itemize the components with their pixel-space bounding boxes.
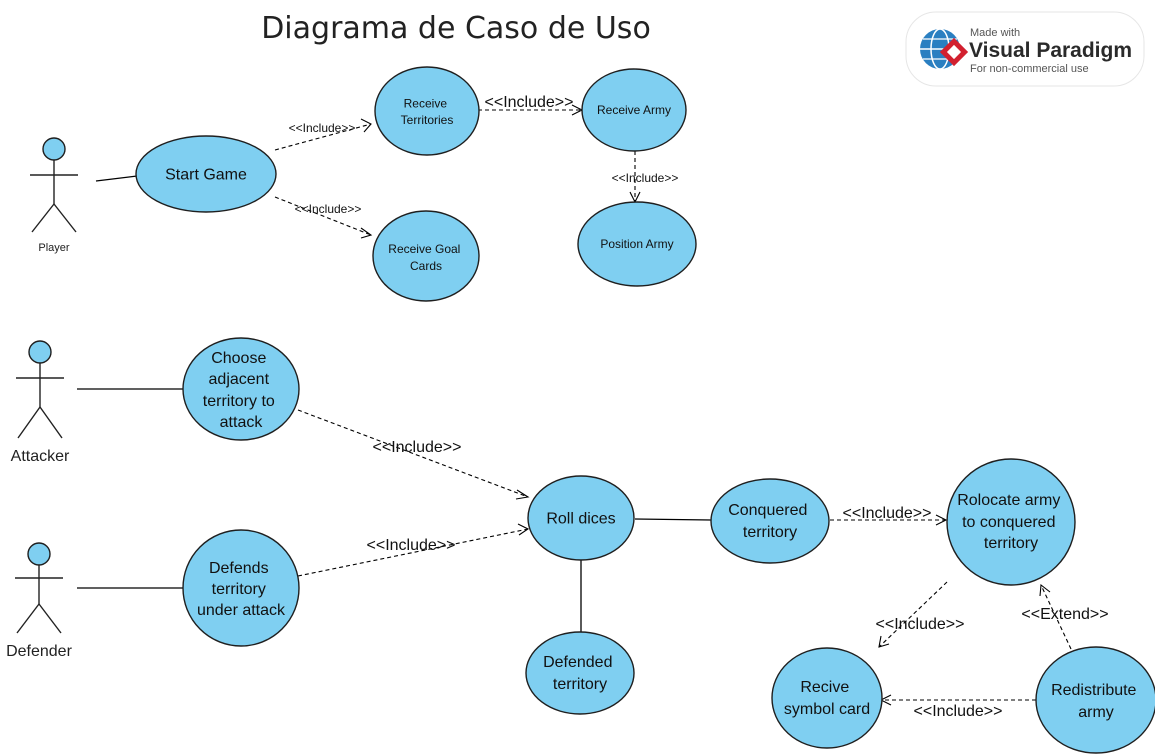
- visual-paradigm-watermark: Made with Visual Paradigm For non-commer…: [905, 11, 1145, 87]
- usecase-roll-dices[interactable]: Roll dices: [527, 475, 635, 561]
- relation-conquered-to-relocate: [830, 514, 948, 526]
- usecase-relocate-army-label: Rolocate army to conquered territory: [957, 492, 1065, 552]
- usecase-conquered-territory[interactable]: Conquered territory: [710, 478, 830, 564]
- relation-start-to-territories: [274, 118, 372, 151]
- label-start-to-goal: <<Include>>: [295, 202, 362, 216]
- label-relocate-to-symbol: <<Include>>: [876, 616, 965, 633]
- label-redistribute-to-relocate: <<Extend>>: [1021, 606, 1108, 623]
- usecase-receive-goal-cards[interactable]: Receive Goal Cards: [372, 210, 480, 302]
- actor-defender-label: Defender: [6, 643, 72, 660]
- usecase-redistribute-army[interactable]: Redistribute army: [1035, 646, 1155, 754]
- association-player-start-game: [95, 175, 138, 182]
- relation-start-to-goal: [274, 196, 373, 239]
- actor-defender[interactable]: Defender: [6, 542, 73, 660]
- usecase-roll-dices-label: Roll dices: [546, 511, 615, 528]
- watermark-made-with: Made with: [970, 27, 1020, 39]
- diagram-title: Diagrama de Caso de Uso: [261, 11, 651, 46]
- usecase-conquered-territory-label: Conquered territory: [728, 502, 812, 541]
- usecase-defended-territory-label: Defended territory: [543, 654, 617, 693]
- label-choose-to-roll: <<Include>>: [373, 439, 462, 456]
- actor-player[interactable]: Player: [30, 137, 78, 254]
- relation-relocate-to-symbol: [878, 581, 948, 648]
- label-redistribute-to-symbol: <<Include>>: [914, 703, 1003, 720]
- usecase-position-army[interactable]: Position Army: [577, 201, 697, 287]
- actor-attacker-label: Attacker: [11, 448, 70, 465]
- label-territories-to-army: <<Include>>: [485, 94, 574, 111]
- label-defends-to-roll: <<Include>>: [367, 537, 456, 554]
- actor-player-label: Player: [38, 242, 70, 254]
- visual-paradigm-logo-icon: [920, 28, 969, 70]
- usecase-receive-army[interactable]: Receive Army: [581, 68, 687, 152]
- usecase-choose-adjacent-territory-label: Choose adjacent territory to attack: [203, 350, 279, 431]
- usecase-choose-adjacent-territory[interactable]: Choose adjacent territory to attack: [182, 337, 300, 441]
- usecase-redistribute-army-label: Redistribute army: [1051, 682, 1141, 721]
- actor-attacker[interactable]: Attacker: [11, 340, 70, 465]
- label-conquered-to-relocate: <<Include>>: [843, 505, 932, 522]
- actor-attacker-figure-icon: [16, 340, 64, 439]
- usecase-defended-territory[interactable]: Defended territory: [525, 631, 635, 715]
- usecase-receive-goal-cards-label: Receive Goal Cards: [388, 242, 463, 273]
- usecase-start-game[interactable]: Start Game: [135, 135, 277, 213]
- usecase-recive-symbol-card[interactable]: Recive symbol card: [771, 647, 883, 749]
- relation-redistribute-to-relocate: [1039, 583, 1072, 650]
- actor-defender-figure-icon: [15, 542, 63, 634]
- usecase-recive-symbol-card-label: Recive symbol card: [784, 679, 870, 718]
- relation-choose-to-roll: [297, 409, 530, 500]
- usecase-start-game-label: Start Game: [165, 167, 247, 184]
- usecase-position-army-label: Position Army: [600, 237, 673, 251]
- usecase-defends-territory[interactable]: Defends territory under attack: [182, 529, 300, 647]
- watermark-note: For non-commercial use: [970, 63, 1089, 75]
- usecase-defends-territory-label: Defends territory under attack: [197, 560, 286, 619]
- usecase-receive-army-label: Receive Army: [597, 103, 671, 117]
- usecase-receive-territories-label: Receive Territories: [401, 97, 454, 127]
- watermark-brand: Visual Paradigm: [969, 39, 1132, 62]
- usecase-receive-territories[interactable]: Receive Territories: [374, 66, 480, 156]
- actor-player-figure-icon: [30, 137, 78, 233]
- usecase-relocate-army[interactable]: Rolocate army to conquered territory: [946, 458, 1076, 586]
- relation-defends-to-roll: [297, 523, 530, 577]
- association-roll-conquered: [634, 518, 712, 521]
- label-start-to-territories: <<Include>>: [289, 121, 356, 135]
- label-army-to-position: <<Include>>: [612, 171, 679, 185]
